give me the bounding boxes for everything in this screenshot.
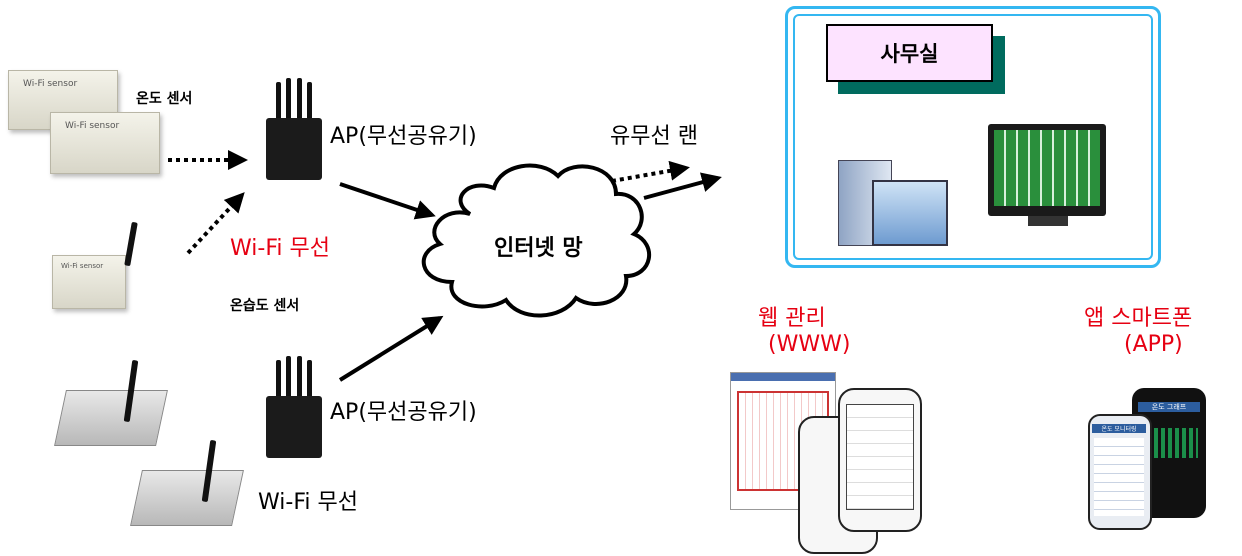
wireless-hub-2 bbox=[130, 470, 244, 526]
arrow-cloud-to-office bbox=[643, 172, 722, 200]
temp-sensor-front: Wi-Fi sensor bbox=[50, 112, 160, 174]
lan-label: 유무선 랜 bbox=[610, 124, 698, 149]
arrow-ap2-to-cloud bbox=[338, 315, 444, 382]
monitor-stand-icon bbox=[1028, 216, 1068, 226]
wifi-wireless-label-bottom: Wi-Fi 무선 bbox=[258, 490, 358, 515]
ap-router-top-icon bbox=[266, 78, 322, 182]
temp-sensor-label: 온도 센서 bbox=[136, 91, 193, 107]
sensor-brand-text: Wi-Fi sensor bbox=[65, 121, 120, 131]
phone-top-title: 온도 그래프 bbox=[1138, 402, 1200, 412]
pc-monitor-icon bbox=[872, 180, 948, 246]
ap-bottom-label: AP(무선공유기) bbox=[330, 400, 477, 425]
sensor-brand-text: Wi-Fi sensor bbox=[61, 262, 104, 270]
internet-label: 인터넷 망 bbox=[494, 236, 583, 261]
phone-front-title: 온도 모니터링 bbox=[1092, 424, 1146, 433]
monitor-screen-icon bbox=[988, 124, 1106, 216]
office-frame bbox=[785, 6, 1161, 268]
web-www-label: (WWW) bbox=[768, 332, 851, 357]
humid-sensor-label: 온습도 센서 bbox=[230, 298, 300, 314]
app-app-label: (APP) bbox=[1124, 332, 1183, 357]
humid-sensor: Wi-Fi sensor bbox=[52, 255, 126, 309]
arrow-humid-to-ap bbox=[186, 192, 245, 255]
app-smartphone-label: 앱 스마트폰 bbox=[1084, 306, 1193, 331]
phone-app-front: 온도 모니터링 bbox=[1088, 414, 1152, 530]
ap-router-bottom-icon bbox=[266, 356, 322, 460]
web-management-label: 웹 관리 bbox=[758, 306, 826, 331]
internet-cloud bbox=[421, 163, 652, 318]
sensor-brand-text: Wi-Fi sensor bbox=[23, 79, 78, 89]
wireless-hub-1 bbox=[54, 390, 168, 446]
arrow-cloud-to-lan bbox=[611, 160, 690, 183]
arrow-ap-to-cloud bbox=[339, 182, 436, 220]
wifi-wireless-label: Wi-Fi 무선 bbox=[230, 236, 330, 261]
phone-web-front bbox=[838, 388, 922, 532]
office-frame-inner bbox=[793, 14, 1153, 260]
ap-top-label: AP(무선공유기) bbox=[330, 124, 477, 149]
office-title: 사무실 bbox=[826, 24, 993, 82]
